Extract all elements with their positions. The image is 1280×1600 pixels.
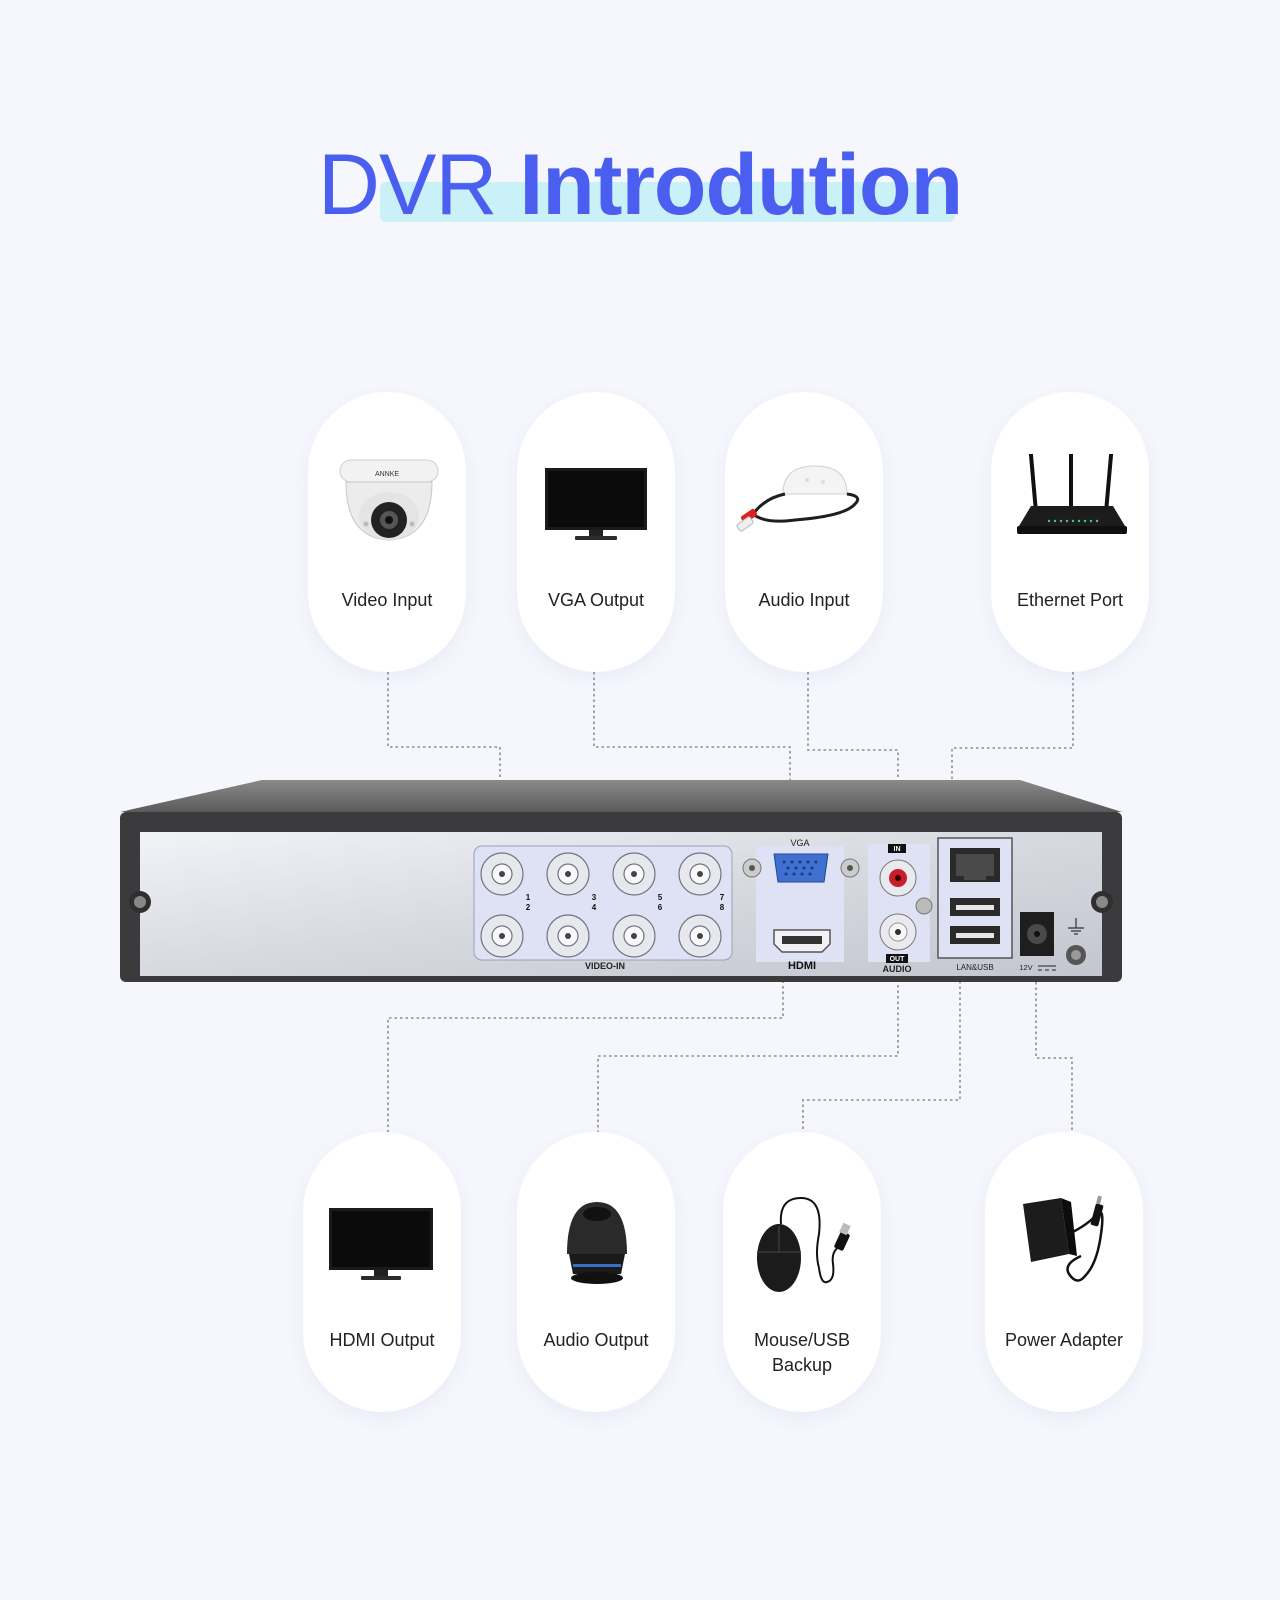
- connector-power: [1035, 960, 1073, 1132]
- title-light: DVR: [317, 137, 498, 233]
- vga-output-label: VGA Output: [547, 590, 645, 610]
- audio-input-label: Audio Input: [758, 590, 850, 610]
- card-video-input: ANNKE Video Input: [308, 392, 466, 672]
- microphone-icon: [736, 465, 860, 532]
- title-bold: Introdution: [519, 137, 963, 233]
- hdmi-port: [773, 929, 831, 953]
- channel-3: 3: [592, 893, 597, 902]
- card-ethernet-port: Ethernet Port: [991, 392, 1149, 672]
- card-mouse-usb: Mouse/USB Backup: [723, 1132, 881, 1412]
- router-icon: [1017, 454, 1127, 534]
- ground-icon: [1068, 918, 1084, 935]
- channel-6: 6: [658, 903, 663, 912]
- power-port: [1020, 912, 1054, 956]
- card-audio-input: Audio Input: [725, 392, 883, 672]
- speaker-icon: [567, 1202, 627, 1284]
- channel-7: 7: [720, 893, 725, 902]
- ethernet-port-label: Ethernet Port: [1016, 590, 1124, 610]
- audio-out-text: OUT: [890, 956, 906, 963]
- dome-camera-icon: ANNKE: [339, 459, 439, 541]
- audio-text: AUDIO: [883, 964, 912, 974]
- power-adapter-icon: [1023, 1195, 1104, 1282]
- video-in-text: VIDEO-IN: [585, 961, 625, 971]
- mouse-icon: [757, 1196, 851, 1292]
- page-title: DVR Introdution: [0, 130, 1280, 240]
- card-vga-output: VGA Output: [517, 392, 675, 672]
- hdmi-text: HDMI: [788, 960, 816, 972]
- ethernet-port: [950, 848, 1000, 882]
- channel-4: 4: [592, 903, 597, 912]
- video-input-label: Video Input: [341, 590, 433, 610]
- camera-brand: ANNKE: [375, 471, 399, 478]
- connector-audio-output: [597, 985, 899, 1132]
- connector-hdmi-output: [387, 975, 784, 1132]
- power-adapter-label: Power Adapter: [1004, 1330, 1124, 1350]
- channel-8: 8: [720, 903, 725, 912]
- title-area: DVR Introdution: [0, 130, 1280, 240]
- card-audio-output: Audio Output: [517, 1132, 675, 1412]
- audio-in-text: IN: [894, 846, 901, 853]
- lan-usb-text: LAN&USB: [956, 963, 993, 972]
- audio-output-label: Audio Output: [543, 1330, 649, 1350]
- dvr-screws: [129, 891, 1113, 965]
- card-hdmi-output: HDMI Output: [303, 1132, 461, 1412]
- power-text: 12V: [1019, 963, 1032, 972]
- bnc-connectors: [480, 852, 722, 958]
- video-in-block: [473, 845, 733, 961]
- channel-1: 1: [526, 893, 531, 902]
- dvr-top-surface: [120, 780, 1122, 812]
- usb-ports: [950, 898, 1000, 944]
- mouse-usb-label: Mouse/USB Backup: [753, 1330, 851, 1375]
- monitor-icon: [545, 468, 647, 540]
- connector-usb: [802, 970, 961, 1132]
- monitor-icon: [329, 1208, 433, 1280]
- title-highlight: [380, 182, 955, 222]
- channel-2: 2: [526, 903, 531, 912]
- channel-5: 5: [658, 893, 663, 902]
- vga-text: VGA: [790, 838, 809, 848]
- vga-port: [742, 853, 860, 883]
- card-power-adapter: Power Adapter: [985, 1132, 1143, 1412]
- hdmi-output-label: HDMI Output: [329, 1330, 435, 1350]
